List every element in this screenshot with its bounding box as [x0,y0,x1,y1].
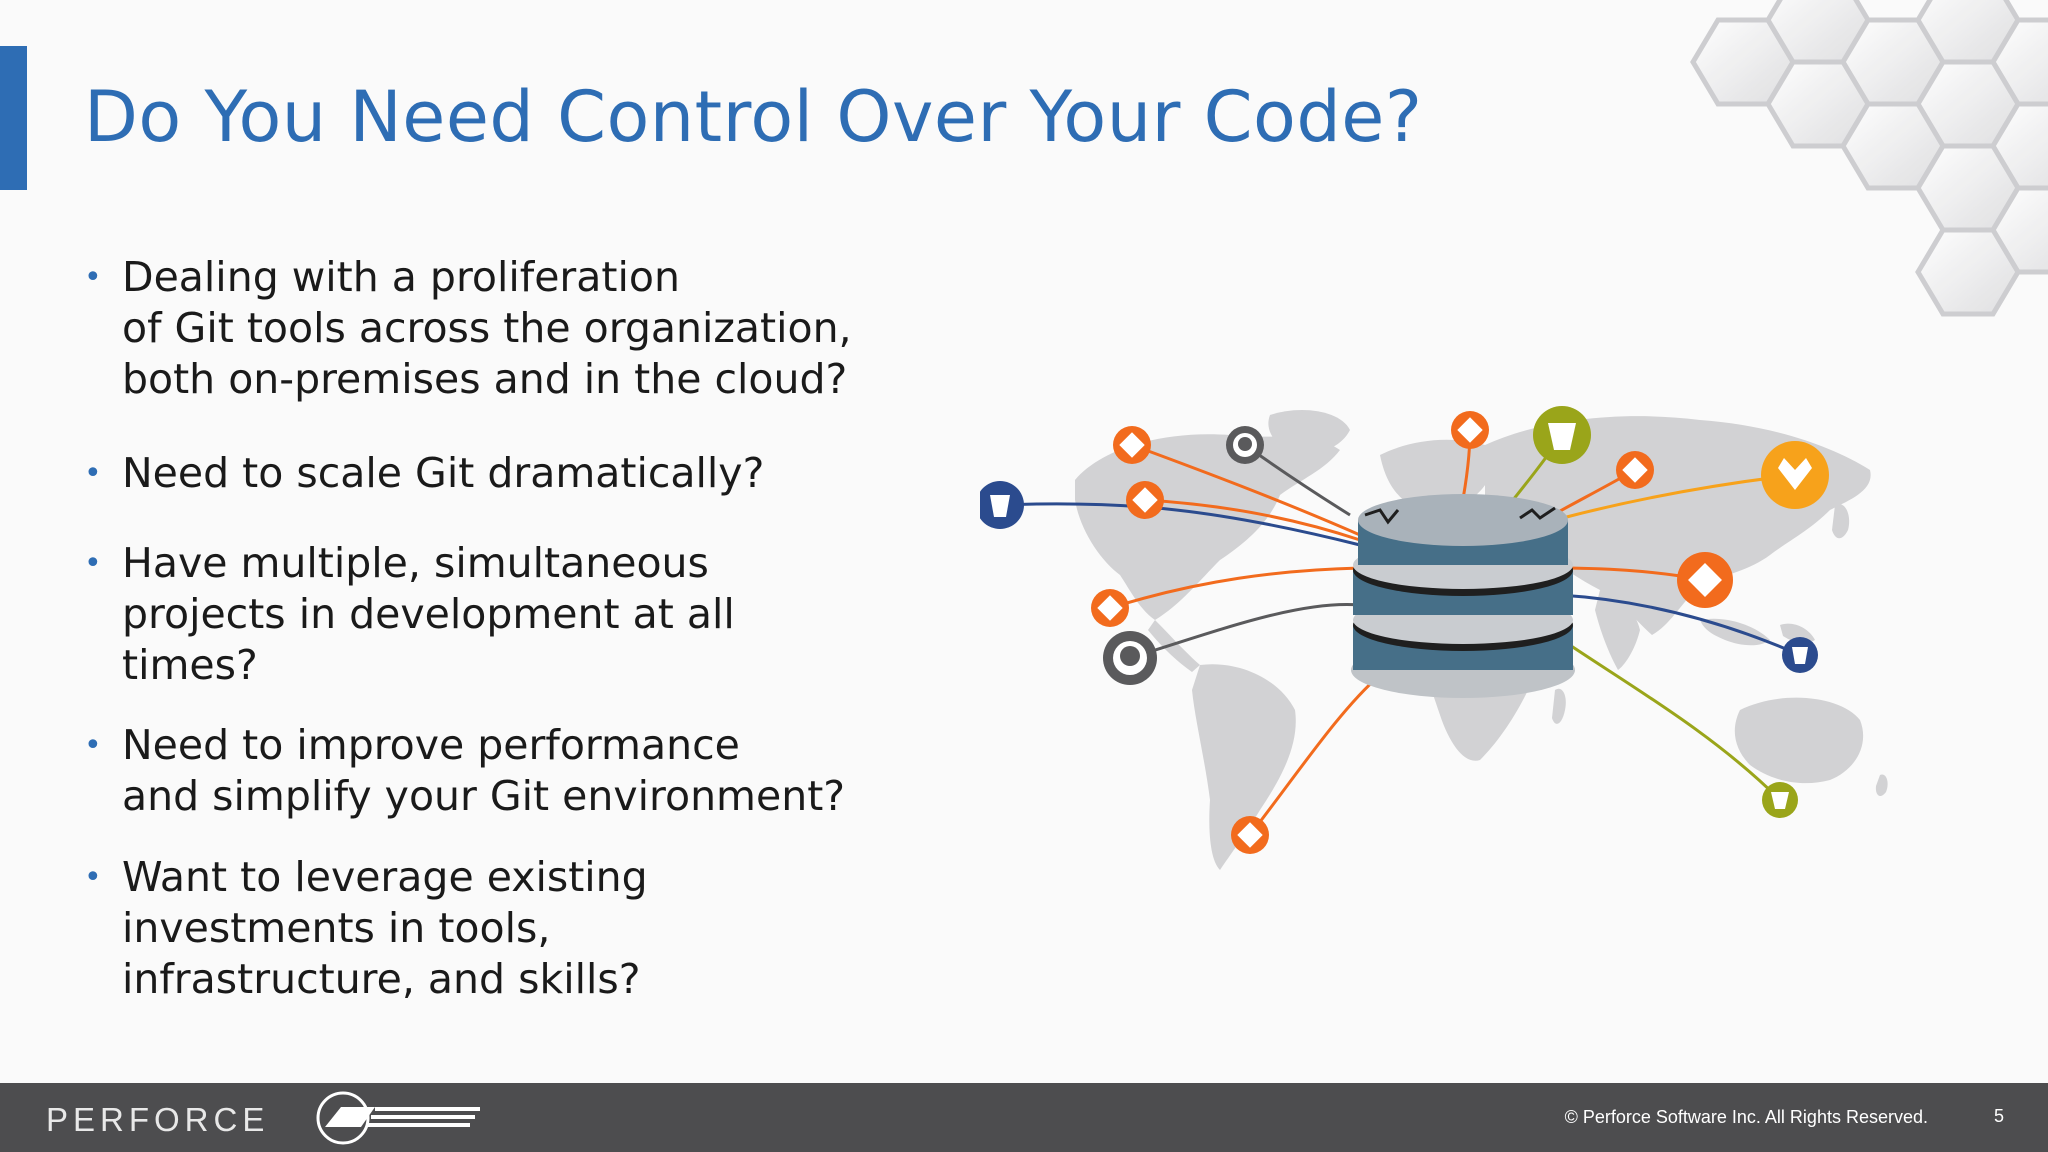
bullet-item: • Have multiple, simultaneous projects i… [84,538,735,691]
bullet-text: Want to leverage existing investments in… [122,853,648,1003]
copyright-notice: © Perforce Software Inc. All Rights Rese… [1564,1107,1928,1127]
title-accent-bar [0,46,27,190]
slide-title: Do You Need Control Over Your Code? [84,76,1423,158]
database-icon [1351,494,1575,698]
bullet-text: Need to improve performance and simplify… [122,721,846,820]
bullet-marker: • [84,260,102,295]
bullet-text: Have multiple, simultaneous projects in … [122,539,735,689]
git-icon [1616,451,1654,489]
page-number: 5 [1993,1106,2004,1126]
git-icon [1126,481,1164,519]
gitweb-icon [1762,782,1798,818]
bullet-item: • Want to leverage existing investments … [84,852,648,1005]
git-icon [1677,552,1733,608]
slide-footer: PERFORCE © Perforce Software Inc. All Ri… [0,1083,2048,1152]
bullet-text: Dealing with a proliferation of Git tool… [122,253,852,403]
hexagon-pattern [1690,0,2048,317]
bullet-marker: • [84,456,102,491]
github-icon [1103,631,1157,685]
git-icon [1113,426,1151,464]
bitbucket-icon [980,481,1024,529]
bullet-marker: • [84,546,102,581]
git-icon [1091,589,1129,627]
git-hosting-world-map [980,406,1888,870]
git-icon [1451,411,1489,449]
bullet-marker: • [84,860,102,895]
gitlab-icon [1761,441,1829,509]
bullet-text: Need to scale Git dramatically? [122,449,765,497]
bullet-item: • Need to improve performance and simpli… [84,720,845,822]
bitbucket-icon [1782,637,1818,673]
perforce-logo: PERFORCE [46,1101,270,1138]
bullet-item: • Need to scale Git dramatically? [84,448,764,499]
bullet-item: • Dealing with a proliferation of Git to… [84,252,852,405]
release-team-logo [316,1091,480,1145]
git-icon [1231,816,1269,854]
gitweb-icon [1533,406,1591,464]
bullet-marker: • [84,728,102,763]
github-icon [1226,426,1264,464]
